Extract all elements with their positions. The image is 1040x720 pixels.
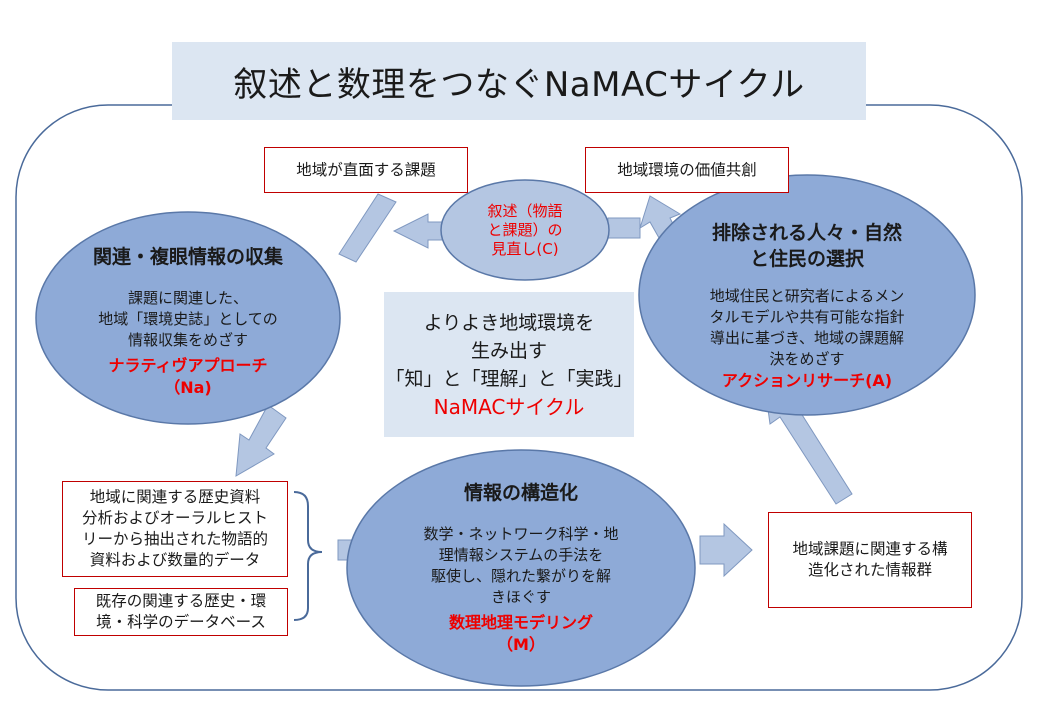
source-bracket: [293, 491, 323, 621]
existing-database-box: 既存の関連する歴史・環 境・科学のデータベース: [74, 588, 288, 636]
review-line-3: 見直し(C): [491, 240, 559, 258]
right-body-2: タルモデルや共有可能な指針: [709, 308, 905, 326]
right-heading-2: と住民の選択: [749, 248, 864, 270]
center-cycle-name: NaMACサイクル: [433, 394, 585, 419]
center-summary-box: よりよき地域環境を 生み出す 「知」と「理解」と「実践」 NaMACサイクル: [384, 292, 634, 437]
bottom-heading: 情報の構造化: [463, 482, 578, 504]
bottom-body-1: 数学・ネットワーク科学・地: [423, 525, 619, 543]
center-line-1: よりよき地域環境を: [423, 311, 595, 334]
left-method: ナラティヴアプローチ: [108, 356, 268, 375]
source2-line-2: 境・科学のデータベース: [96, 613, 266, 631]
left-code: （Na): [164, 378, 212, 397]
right-heading-1: 排除される人々・自然: [711, 222, 902, 244]
output-line-1: 地域課題に関連する構: [792, 540, 948, 558]
arrow-bottom-to-output: [699, 522, 753, 578]
source1-line-1: 地域に関連する歴史資料: [89, 488, 261, 506]
right-ellipse: 排除される人々・自然 と住民の選択 地域住民と研究者によるメン タルモデルや共有…: [660, 220, 954, 392]
challenge-box: 地域が直面する課題: [264, 147, 468, 193]
center-line-3: 「知」と「理解」と「実践」: [385, 367, 633, 390]
bottom-body-4: きほぐす: [490, 588, 551, 606]
output-line-2: 造化された情報群: [807, 561, 932, 579]
bottom-body-2: 理情報システムの手法を: [438, 546, 604, 564]
arrow-review-left: [392, 213, 448, 249]
structured-information-box: 地域課題に関連する構 造化された情報群: [768, 512, 972, 608]
left-heading: 関連・複眼情報の収集: [92, 246, 283, 268]
bottom-method: 数理地理モデリング: [448, 613, 593, 632]
historical-sources-box: 地域に関連する歴史資料 分析およびオーラルヒスト リーから抽出された物語的 資料…: [62, 481, 288, 577]
right-method: アクションリサーチ(A): [721, 371, 893, 390]
right-body-4: 決をめざす: [769, 350, 845, 368]
value-cocreation-box: 地域環境の価値共創: [585, 147, 789, 193]
review-line-2: と課題）の: [487, 221, 563, 239]
review-line-1: 叙述（物語: [487, 202, 563, 220]
source2-line-1: 既存の関連する歴史・環: [95, 592, 267, 610]
bottom-ellipse-shape: [346, 449, 696, 687]
right-body-1: 地域住民と研究者によるメン: [709, 287, 905, 305]
arrow-right-to-review: [607, 217, 641, 239]
source1-line-3: リーから抽出された物語的: [81, 530, 268, 548]
left-ellipse: 関連・複眼情報の収集 課題に関連した、 地域「環境史誌」としての 情報収集をめざ…: [40, 244, 336, 399]
source1-line-2: 分析およびオーラルヒスト: [81, 509, 268, 527]
review-ellipse: 叙述（物語 と課題）の 見直し(C): [445, 202, 605, 259]
bottom-ellipse: 情報の構造化 数学・ネットワーク科学・地 理情報システムの手法を 駆使し、隠れた…: [368, 480, 674, 656]
left-body-2: 地域「環境史誌」としての: [98, 310, 278, 328]
arrow-to-left-ellipse: [338, 193, 397, 263]
left-body-1: 課題に関連した、: [127, 289, 248, 307]
bottom-code: （M）: [497, 635, 545, 654]
left-ellipse-shape: [35, 211, 341, 425]
bottom-body-3: 駆使し、隠れた繋がりを解: [430, 567, 611, 585]
right-ellipse-shape: [638, 174, 976, 416]
right-body-3: 導出に基づき、地域の課題解: [710, 329, 904, 347]
review-ellipse-shape: [440, 179, 610, 281]
source1-line-4: 資料および数量的データ: [89, 551, 261, 569]
diagram-title: 叙述と数理をつなぐNaMACサイクル: [172, 42, 866, 120]
left-body-3: 情報収集をめざす: [127, 331, 248, 349]
arrow-to-source-box: [235, 404, 287, 477]
center-line-2: 生み出す: [470, 339, 547, 362]
